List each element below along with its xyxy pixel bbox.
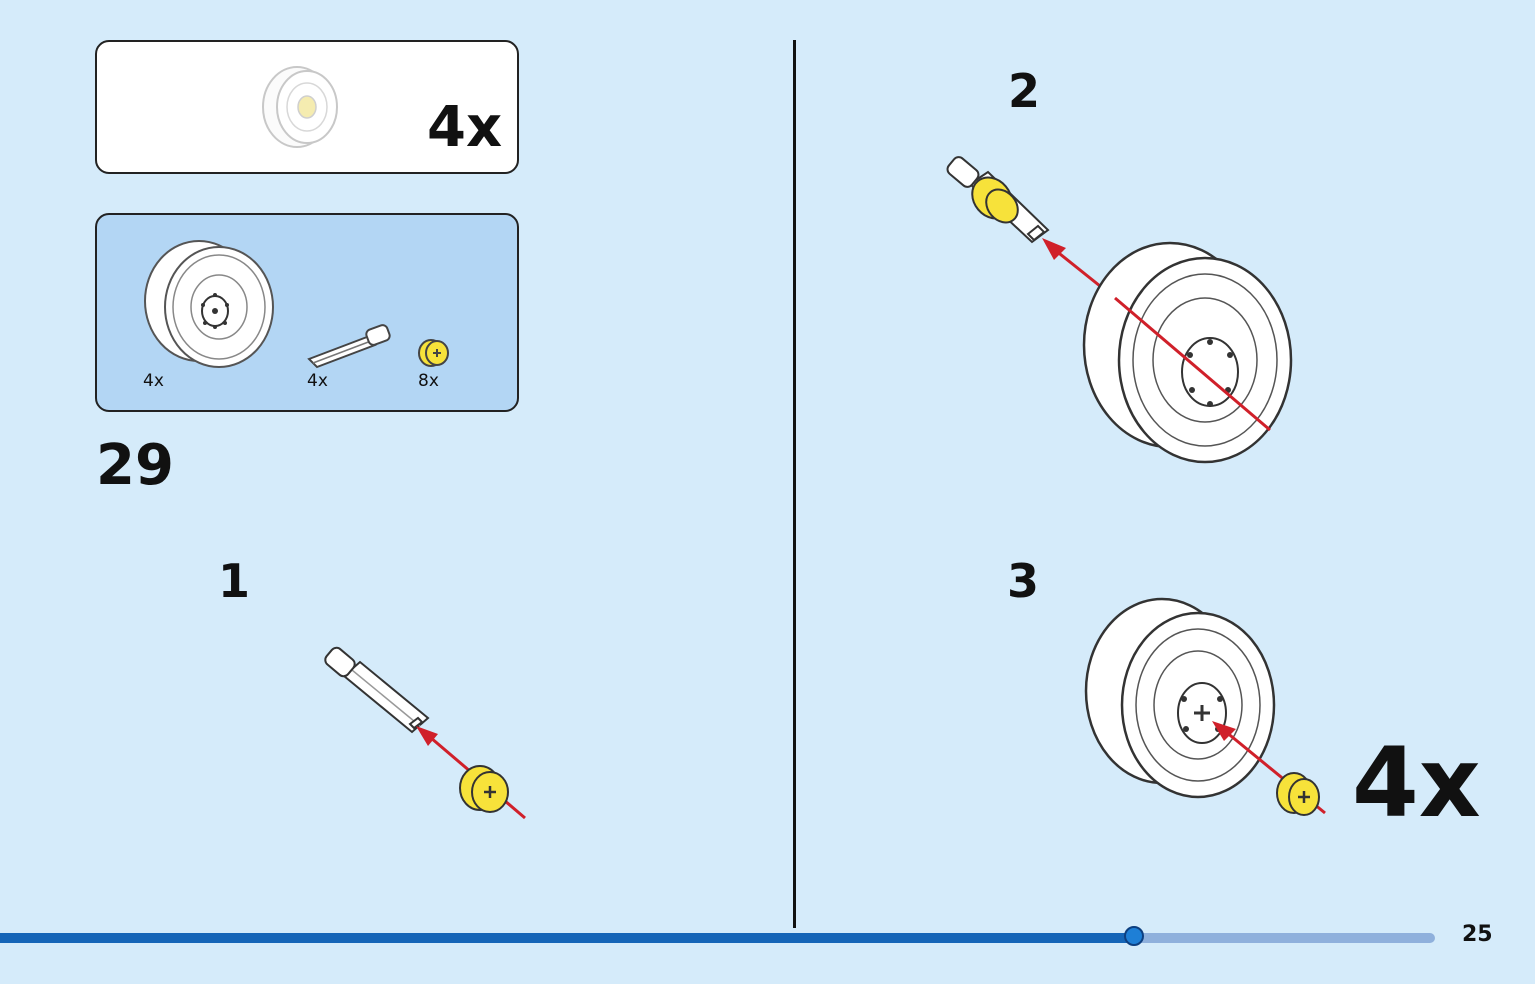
progress-fill bbox=[0, 933, 1134, 943]
substep-2-number: 2 bbox=[1008, 64, 1041, 118]
page-number: 25 bbox=[1462, 922, 1493, 947]
substep-3-number: 3 bbox=[1007, 554, 1040, 608]
bush-icon bbox=[418, 339, 449, 367]
substep-1-number: 1 bbox=[218, 554, 251, 608]
wheel-rim-quantity: 4x bbox=[143, 371, 164, 391]
substep-2-illustration bbox=[946, 156, 1293, 464]
subassembly-multiplier: 4x bbox=[427, 95, 503, 160]
bush-quantity: 8x bbox=[418, 371, 439, 391]
step-number: 29 bbox=[96, 433, 174, 498]
wheel-rim-icon bbox=[144, 240, 274, 368]
subassembly-callout: 4x bbox=[95, 40, 519, 174]
progress-track bbox=[0, 926, 1435, 946]
axle-pin-quantity: 4x bbox=[307, 371, 328, 391]
parts-list-box: 4x 4x 8x bbox=[95, 213, 519, 412]
wheel-rim-ghost-icon bbox=[262, 66, 338, 148]
page-divider bbox=[793, 40, 796, 928]
substep-3-illustration bbox=[1084, 597, 1326, 816]
progress-marker bbox=[1124, 926, 1144, 946]
substep-1-illustration bbox=[324, 646, 526, 820]
axle-pin-icon bbox=[307, 324, 391, 369]
substep-3-multiplier: 4x bbox=[1352, 727, 1481, 839]
